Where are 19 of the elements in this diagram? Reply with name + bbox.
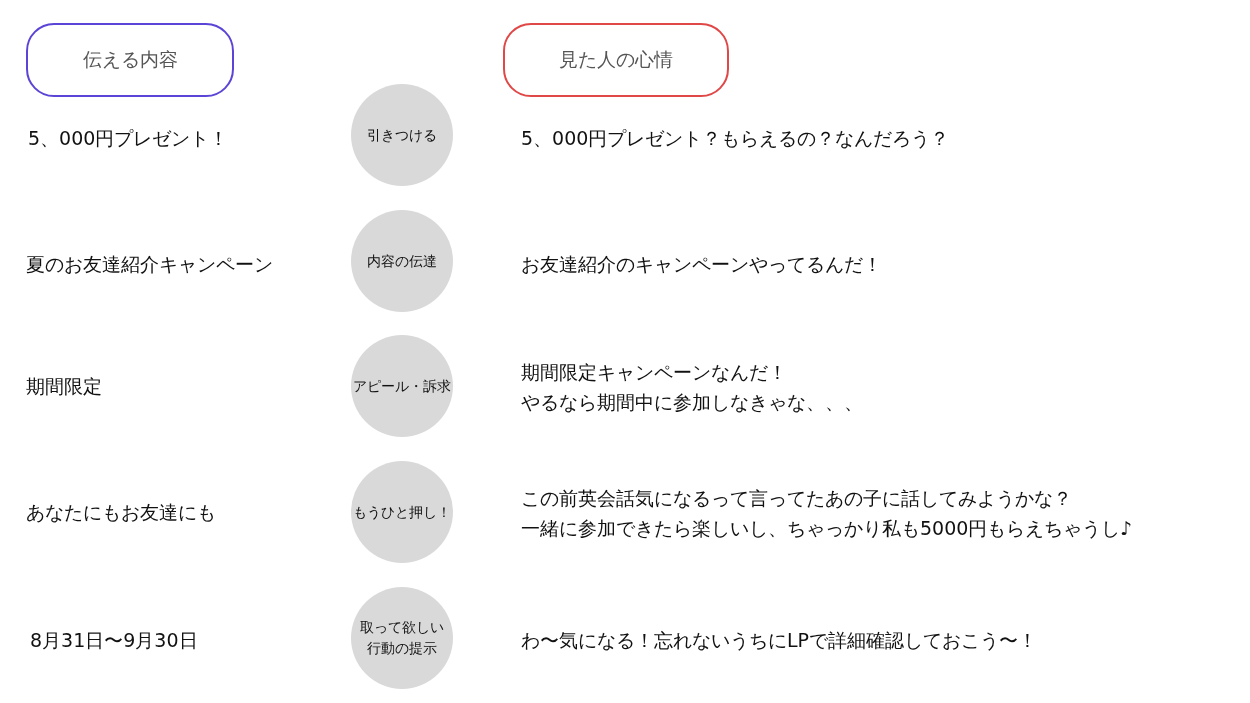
reaction-text: やるなら期間中に参加しなきゃな、、、 [521,390,863,414]
stage-circle: アピール・訴求 [351,335,453,437]
content-text: 期間限定 [26,374,102,398]
stage-circle: もうひと押し！ [351,461,453,563]
reaction-text: お友達紹介のキャンペーンやってるんだ！ [521,252,882,276]
content-text: 8月31日〜9月30日 [30,628,198,652]
reaction-text: この前英会話気になるって言ってたあの子に話してみようかな？ [521,486,1072,510]
stage-circle: 内容の伝達 [351,210,453,312]
content-text: あなたにもお友達にも [26,500,216,524]
content-text: 5、000円プレゼント！ [28,126,229,150]
header-pill: 見た人の心情 [503,23,729,97]
reaction-text: わ〜気になる！忘れないうちにLPで詳細確認しておこう〜！ [521,628,1038,652]
reaction-text: 一緒に参加できたら楽しいし、ちゃっかり私も5000円もらえちゃうし♪ [521,516,1133,540]
reaction-text: 5、000円プレゼント？もらえるの？なんだろう？ [521,126,950,150]
stage-circle: 取って欲しい行動の提示 [351,587,453,689]
content-text: 夏のお友達紹介キャンペーン [26,252,273,276]
header-pill: 伝える内容 [26,23,234,97]
reaction-text: 期間限定キャンペーンなんだ！ [521,360,787,384]
stage-circle: 引きつける [351,84,453,186]
